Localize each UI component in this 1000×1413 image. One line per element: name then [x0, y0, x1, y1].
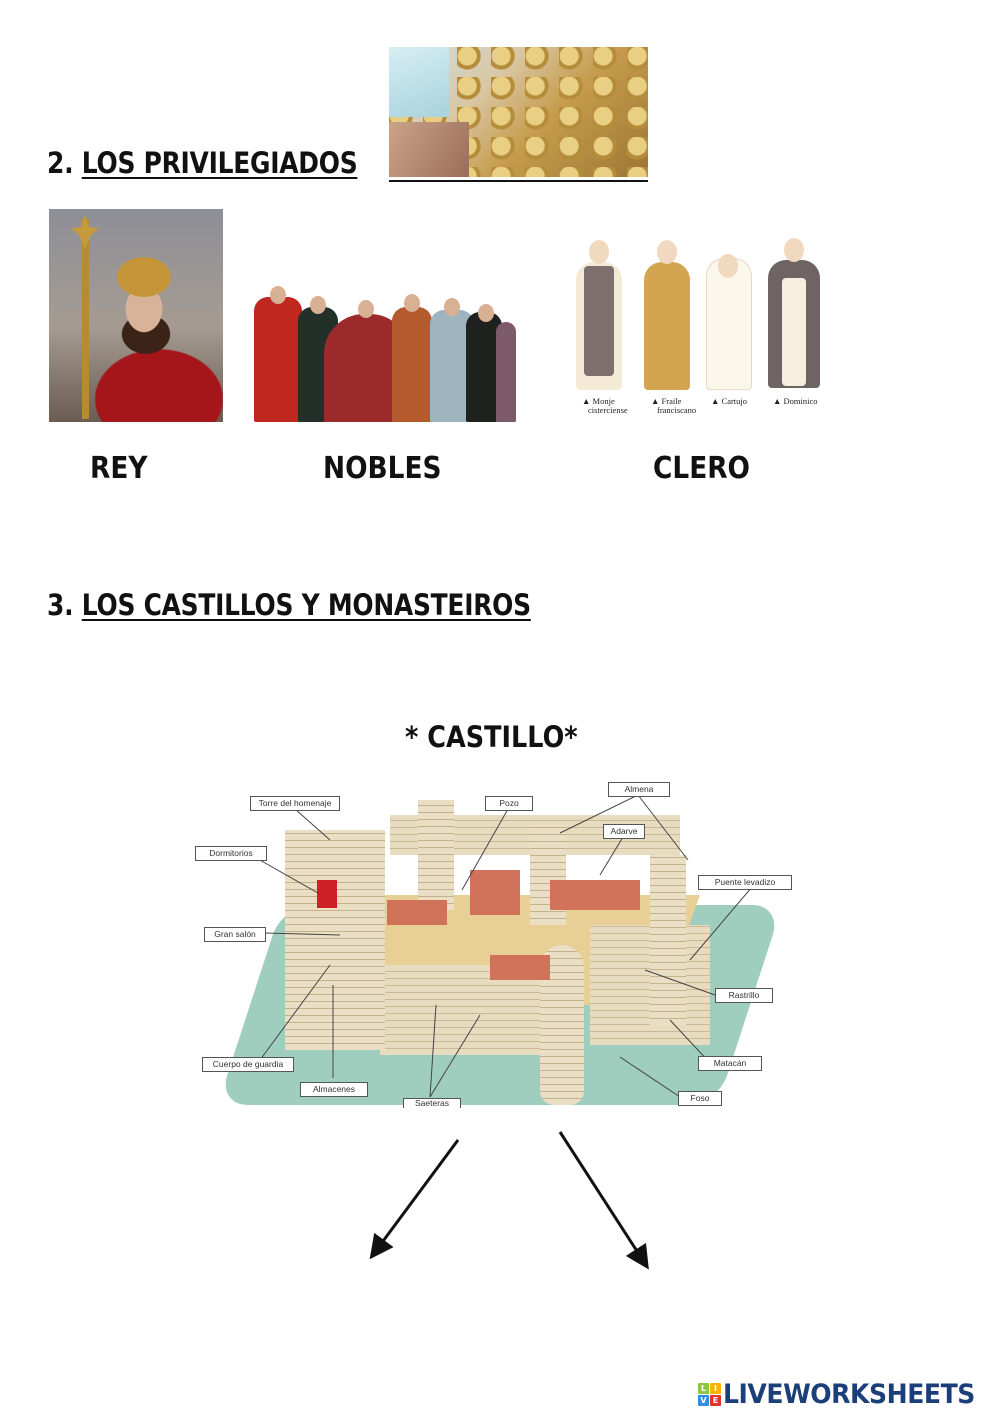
- section-2-title: LOS PRIVILEGIADOS: [81, 146, 358, 180]
- section-3-title: LOS CASTILLOS Y MONASTEIROS: [81, 588, 531, 622]
- label-clero: CLERO: [653, 451, 751, 486]
- castle-diagram: Torre del homenaje Dormitorios Gran saló…: [190, 775, 800, 1115]
- section-3-number: 3.: [47, 588, 74, 622]
- caption-dominico: ▲ Dominico: [773, 396, 818, 406]
- section-2-heading: 2. LOS PRIVILEGIADOS: [47, 146, 358, 180]
- right-tower: [650, 855, 686, 1025]
- clergy-image: ▲ Monje cisterciense ▲ Fraile franciscan…: [568, 232, 830, 422]
- banknote-image: [389, 47, 449, 117]
- callout-dormitorios: Dormitorios: [195, 846, 267, 861]
- brand-name: LIVEWORKSHEETS: [723, 1379, 975, 1410]
- callout-foso: Foso: [678, 1091, 722, 1106]
- callout-matacan: Matacán: [698, 1056, 762, 1071]
- arrow-left-icon: [369, 1139, 460, 1260]
- back-tower: [418, 800, 454, 910]
- callout-almena: Almena: [608, 782, 670, 797]
- callout-leader-lines: [257, 794, 753, 1098]
- roof: [470, 870, 520, 915]
- roof: [490, 955, 550, 980]
- callout-saeteras: Saeteras: [403, 1098, 461, 1108]
- red-banner: [317, 880, 337, 908]
- section-3-heading: 3. LOS CASTILLOS Y MONASTEIROS: [47, 588, 531, 622]
- king-portrait: [49, 209, 223, 422]
- callout-rastrillo: Rastrillo: [715, 988, 773, 1003]
- callout-torre-del-homenaje: Torre del homenaje: [250, 796, 340, 811]
- coins-image: [389, 47, 648, 177]
- keep-tower: [285, 830, 385, 1050]
- roof: [387, 900, 447, 925]
- callout-adarve: Adarve: [603, 824, 645, 839]
- liveworksheets-logo[interactable]: L I V E LIVEWORKSHEETS: [698, 1379, 994, 1410]
- callout-gran-salon: Gran salón: [204, 927, 266, 942]
- castle-subtitle: * CASTILLO*: [405, 720, 578, 754]
- caption-fraile: ▲ Fraile: [651, 396, 682, 406]
- banknote-portrait-image: [389, 122, 469, 177]
- roof: [550, 880, 640, 910]
- callout-pozo: Pozo: [485, 796, 533, 811]
- label-rey: REY: [90, 451, 148, 486]
- live-logo-icon: L I V E: [698, 1383, 721, 1406]
- callout-cuerpo-de-guardia: Cuerpo de guardia: [202, 1057, 294, 1072]
- caption-monje: ▲ Monje: [582, 396, 615, 406]
- nobles-image: [252, 262, 518, 422]
- caption-cartujo: ▲ Cartujo: [711, 396, 748, 406]
- heading-underline: [389, 180, 648, 182]
- callout-puente-levadizo: Puente levadizo: [698, 875, 792, 890]
- label-nobles: NOBLES: [323, 451, 442, 486]
- fleur-de-lis-icon: [71, 215, 99, 249]
- front-wall: [380, 965, 560, 1055]
- arrows: [369, 1131, 649, 1270]
- arrow-right-icon: [558, 1131, 649, 1270]
- section-2-number: 2.: [47, 146, 74, 180]
- callout-almacenes: Almacenes: [300, 1082, 368, 1097]
- scepter-icon: [82, 219, 89, 419]
